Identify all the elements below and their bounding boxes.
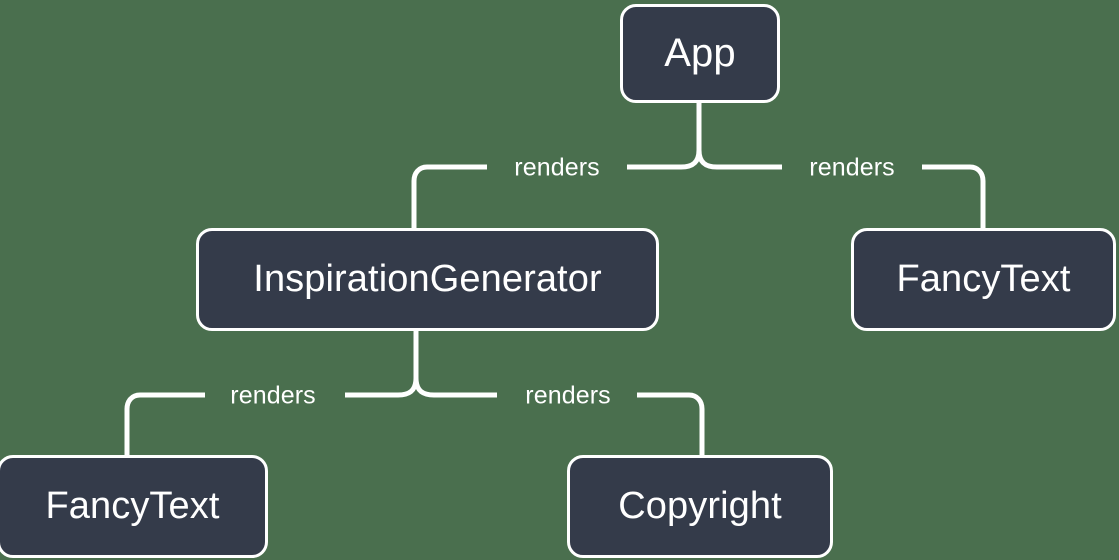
edge-label-inspiration-to-copyright: renders — [525, 381, 611, 410]
label-mask-4 — [497, 381, 637, 410]
label-mask-3 — [205, 381, 345, 410]
edge-app-to-fancytext-right — [696, 147, 986, 233]
node-app[interactable]: App — [620, 4, 780, 103]
node-inspiration-generator[interactable]: InspirationGenerator — [196, 228, 659, 331]
edge-label-app-to-inspiration: renders — [514, 153, 600, 182]
node-app-label: App — [664, 31, 736, 75]
edge-inspiration-to-copyright — [413, 375, 705, 460]
edge-app-to-inspiration — [411, 147, 702, 233]
label-mask-2 — [782, 153, 922, 182]
node-copyright-label: Copyright — [618, 485, 782, 527]
edge-label-app-to-fancytext: renders — [809, 153, 895, 182]
node-fancytext-right[interactable]: FancyText — [851, 228, 1116, 331]
edge-inspiration-to-fancytext — [124, 375, 419, 460]
node-fancytext-right-label: FancyText — [896, 258, 1071, 300]
node-fancytext-bottom-label: FancyText — [45, 485, 220, 527]
node-fancytext-bottom[interactable]: FancyText — [0, 455, 268, 558]
node-inspiration-generator-label: InspirationGenerator — [253, 258, 602, 300]
node-copyright[interactable]: Copyright — [567, 455, 833, 558]
edge-label-inspiration-to-fancytext: renders — [230, 381, 316, 410]
label-mask-1 — [487, 153, 627, 182]
